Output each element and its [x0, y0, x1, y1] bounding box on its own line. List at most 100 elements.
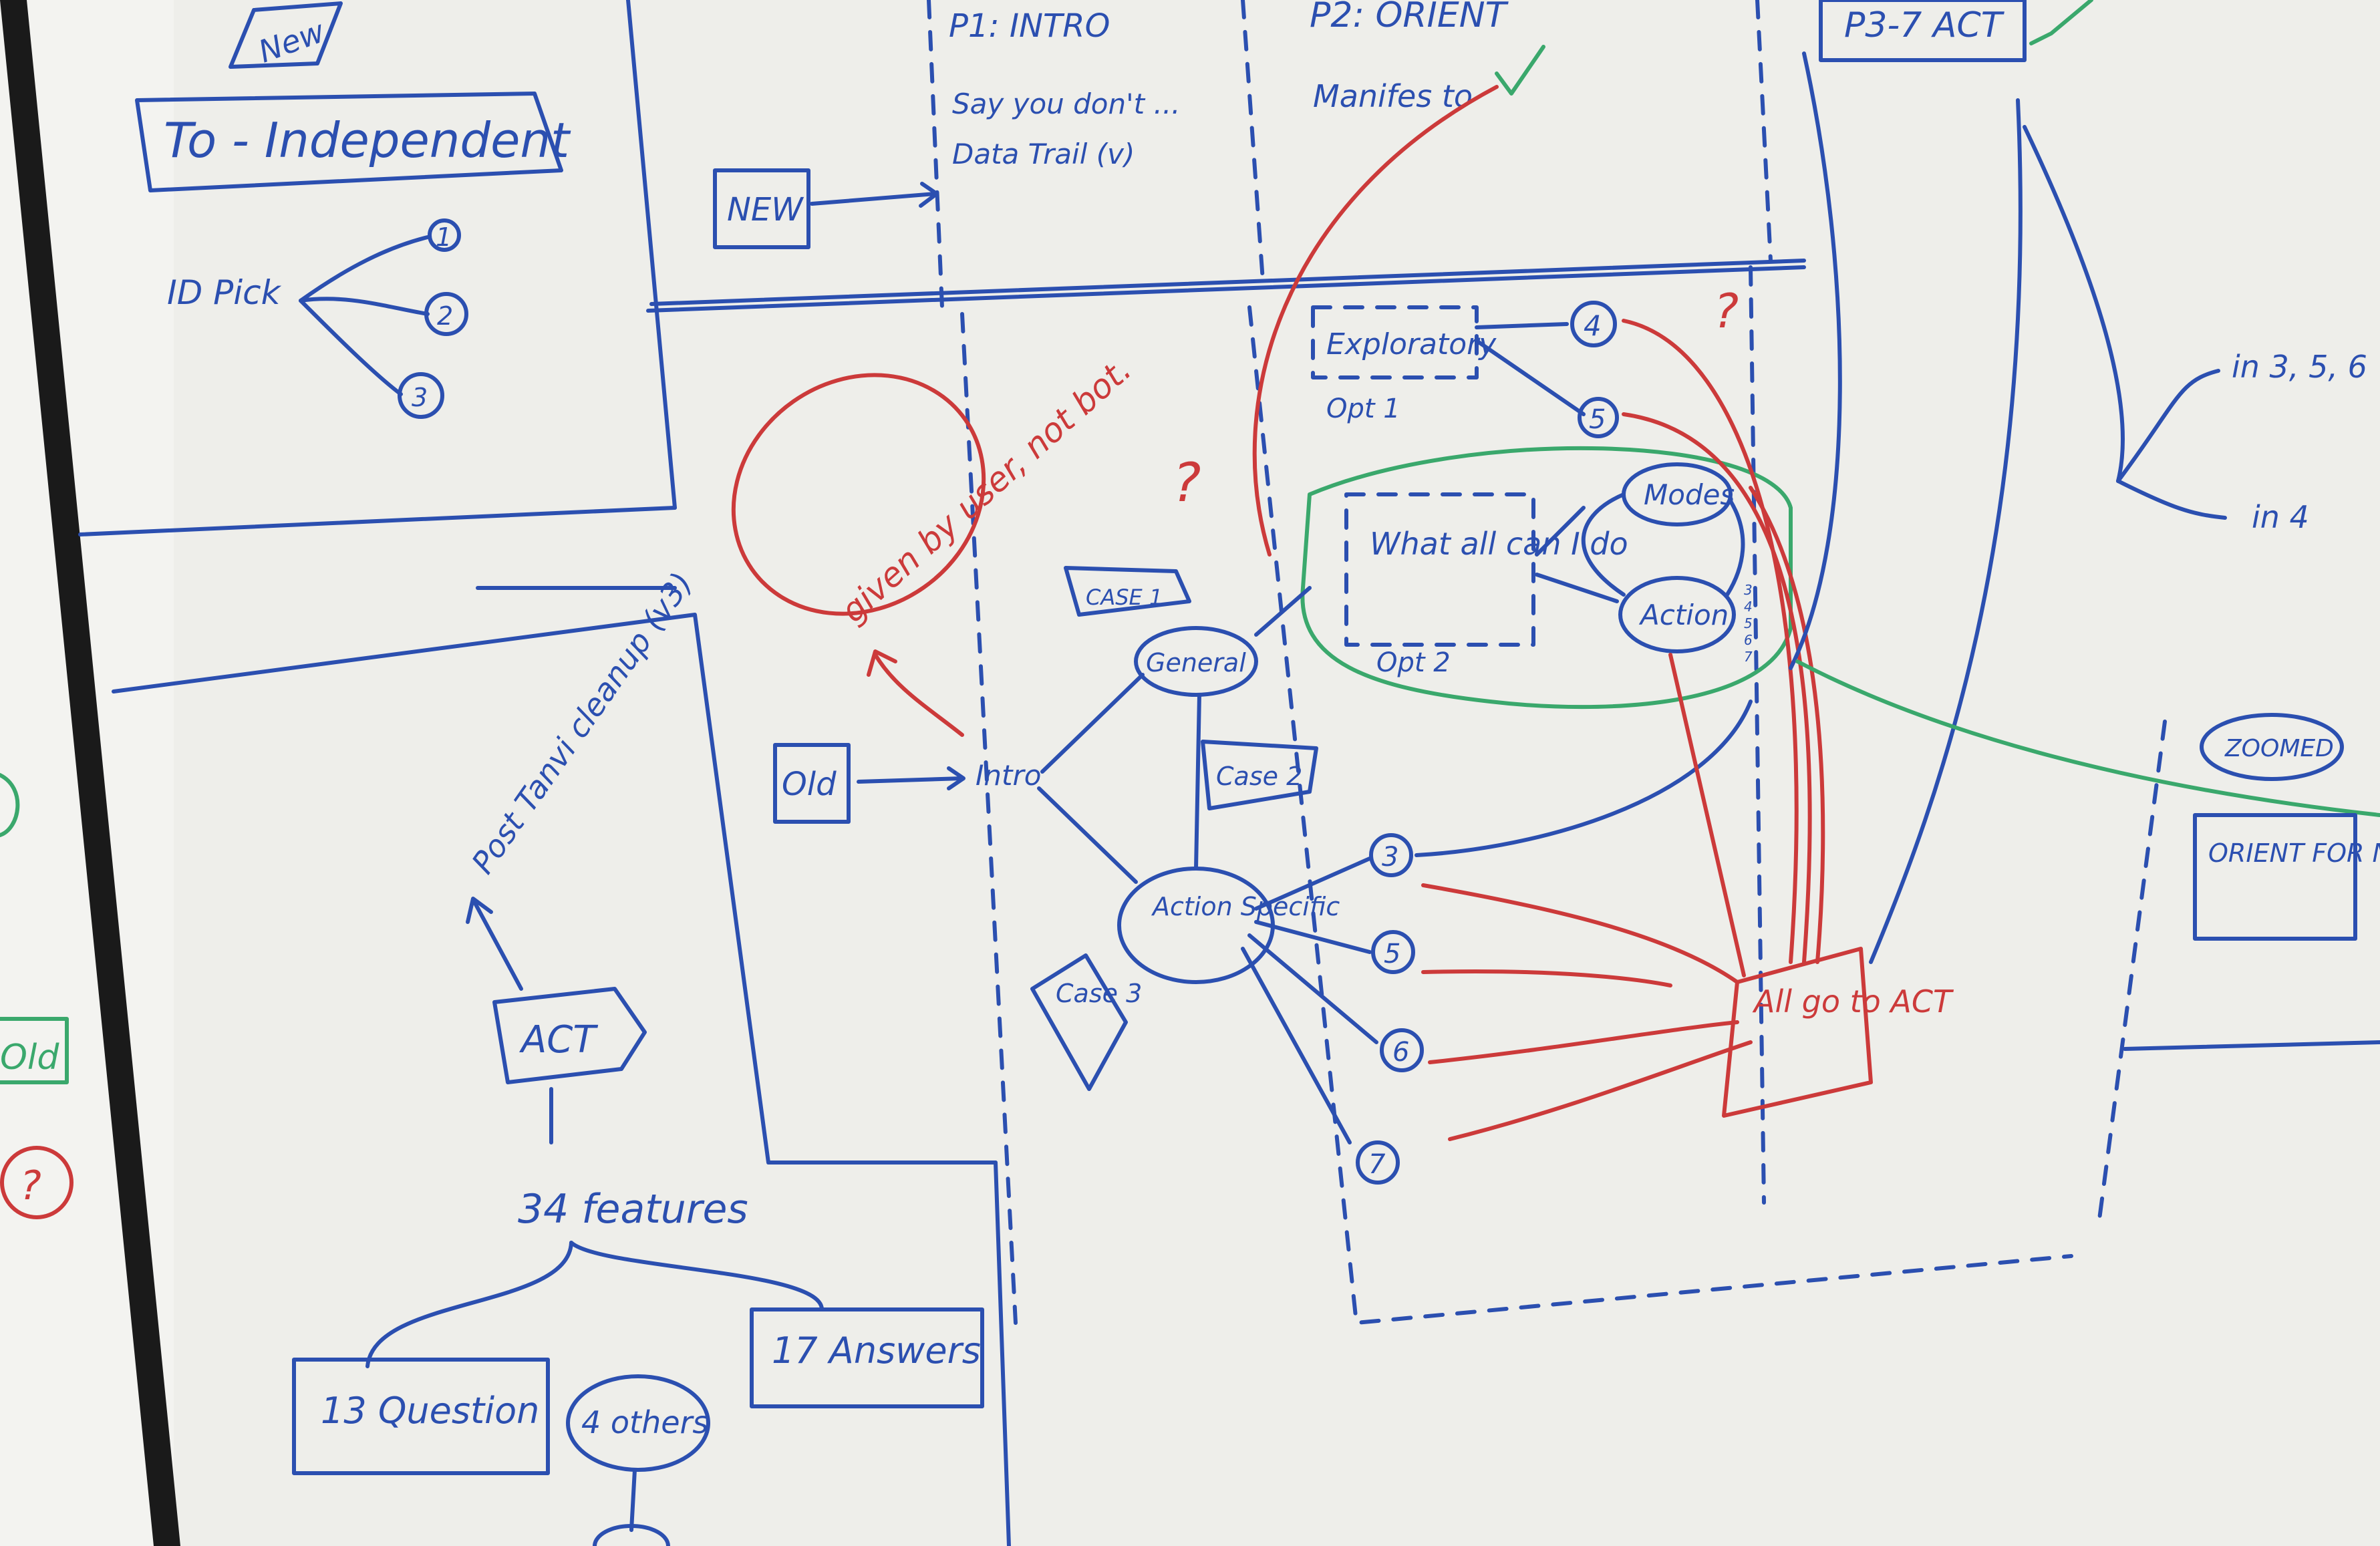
intro-dashed-line: [960, 312, 1018, 1325]
right-dashed-line: [2096, 720, 2167, 1231]
what-all-node: What all can I do: [1370, 526, 1628, 562]
opt2-label: Opt 2: [1376, 647, 1451, 678]
modes-action-loop-right: [1725, 499, 1745, 597]
phase-dashed-divider-3: [1755, 0, 1773, 263]
node-4: 4: [1584, 309, 1602, 342]
new-tag-shape: [229, 1, 343, 69]
node-4-circle: [1570, 301, 1617, 347]
phase-dashed-divider-2: [1241, 0, 1265, 283]
checkmark-icon-2: [2029, 0, 2093, 45]
intro-to-action-specific: [1037, 786, 1138, 884]
right-branch-down: [2116, 479, 2227, 520]
zoomed-label: ZOOMED: [2224, 735, 2334, 762]
general-to-group: [1254, 586, 1312, 637]
what-all-box: [1344, 492, 1535, 647]
action-side-3: 3: [1744, 582, 1753, 598]
option-2: 2: [437, 301, 453, 331]
others-ellipse: [566, 1374, 710, 1472]
case1-label: CASE 1: [1086, 585, 1163, 610]
old-fragment: Old: [0, 1038, 59, 1078]
green-fragment: [0, 773, 20, 837]
in-2-label: in 4: [2252, 499, 2309, 535]
p3-title: P3-7 ACT: [1844, 5, 2005, 45]
old-box-label: Old: [782, 766, 837, 803]
as-to-6: [1247, 933, 1378, 1044]
as-to-5: [1254, 920, 1372, 954]
new-arrowhead: [919, 182, 939, 208]
board-frame-edge: [0, 0, 180, 1546]
p3-box: [1819, 0, 2027, 62]
to-independent-title: To - Independent: [164, 112, 571, 168]
in-1-label: in 3, 5, 6: [2232, 349, 2367, 385]
red-7-to-act: [1448, 1040, 1753, 1141]
option-circle-1: [428, 218, 461, 252]
act-to-post-arrow: [472, 900, 523, 991]
id-branch-2: [299, 297, 430, 316]
node-7-circle: [1356, 1140, 1400, 1185]
old-fragment-box: [0, 1017, 69, 1084]
act-to-post-arrowhead: [466, 897, 493, 924]
divider-horizontal-top-left: [78, 506, 677, 536]
node-3-circle: [1369, 833, 1413, 877]
exploratory-to-5: [1475, 339, 1586, 416]
red-5top-to-act: [1622, 412, 1812, 964]
node-5b-circle: [1371, 930, 1415, 974]
red-6-to-act: [1428, 1020, 1739, 1064]
action-node: Action: [1638, 599, 1729, 631]
id-pick-label: ID Pick: [167, 273, 282, 312]
action-side-7: 7: [1744, 649, 1753, 665]
answers-label: 17 Answers: [772, 1330, 981, 1372]
question-mark-2: ?: [1714, 284, 1739, 339]
case2-shape: [1201, 740, 1318, 810]
general-node: General: [1146, 648, 1246, 677]
orient-new-user-box: [2193, 813, 2357, 941]
option-circle-2: [424, 292, 468, 336]
node-3: 3: [1382, 842, 1398, 873]
question-box: [292, 1358, 550, 1475]
action-side-6: 6: [1744, 632, 1753, 648]
given-arrowhead: [867, 649, 897, 677]
action-side-5: 5: [1744, 615, 1753, 631]
left-question-circle: [0, 1146, 73, 1219]
old-box: [773, 743, 851, 824]
lower-section-border: [112, 613, 998, 1165]
node-5-circle: [1578, 397, 1619, 438]
divider-vertical-top: [626, 0, 677, 510]
red-3-to-act: [1421, 883, 1739, 984]
right-bottom-line: [2123, 1040, 2380, 1051]
node-7: 7: [1368, 1149, 1386, 1180]
green-line-right: [1795, 659, 2380, 817]
intro-to-general: [1040, 673, 1145, 774]
node-5b: 5: [1384, 939, 1400, 969]
given-arrow: [873, 653, 964, 737]
action-ellipse: [1618, 576, 1736, 653]
p2-bullet: Manifes to: [1313, 78, 1473, 114]
p1-bullet-1: Say you don't ...: [952, 88, 1181, 120]
red-modes-to-act: [1749, 486, 1825, 964]
general-to-action-specific: [1194, 693, 1201, 871]
case1-shape: [1064, 566, 1191, 617]
action-side-4: 4: [1744, 599, 1753, 615]
features-to-answers: [569, 1241, 824, 1311]
phase-horizontal-divider-2: [649, 259, 1806, 306]
top-left-section: New To - Independent ID Pick 1 2 3: [78, 0, 677, 536]
red-5-to-act: [1421, 969, 1672, 987]
new-box-label: NEW: [727, 191, 804, 228]
others-child-ellipse: [593, 1524, 670, 1546]
act-loop-line: [1789, 51, 1842, 670]
zoomed-ellipse: [2200, 713, 2344, 781]
others-stem: [629, 1468, 637, 1532]
lower-vertical-line: [994, 1161, 1011, 1546]
given-by-user-ellipse: [731, 373, 986, 616]
old-arrow: [857, 776, 964, 784]
phase-header: NEW P1: INTRO Say you don't ... Data Tra…: [646, 0, 2093, 313]
others-label: 4 others: [581, 1404, 708, 1440]
exploratory-node: Exploratory: [1326, 327, 1497, 361]
old-arrowhead: [947, 766, 965, 790]
right-branch-trunk: [2023, 125, 2125, 483]
node-6: 6: [1392, 1037, 1409, 1068]
p1-title: P1: INTRO: [949, 7, 1110, 45]
node-5: 5: [1589, 404, 1606, 435]
